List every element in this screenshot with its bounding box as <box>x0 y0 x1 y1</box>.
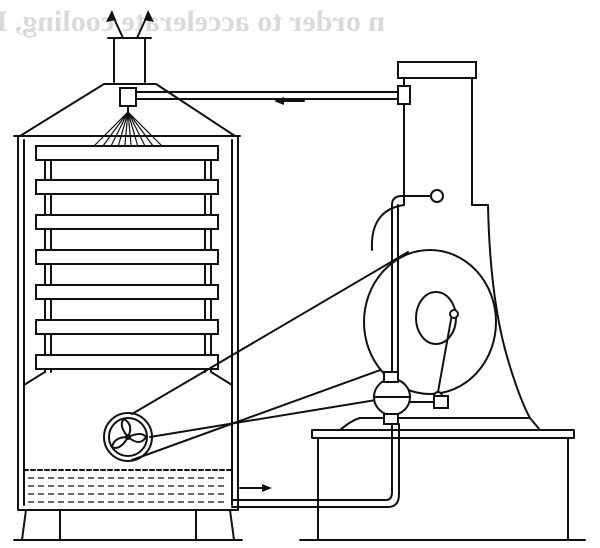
water-reservoir <box>23 469 233 503</box>
shelf-4 <box>35 249 219 265</box>
return-pipe <box>135 85 444 373</box>
discharge-pipe <box>231 423 400 508</box>
shelf-1 <box>35 145 219 161</box>
engine-base <box>299 429 586 541</box>
shelf-3 <box>35 214 219 230</box>
belt-drive <box>131 251 409 461</box>
steam-arrows <box>106 10 154 39</box>
cooling-tower <box>13 135 243 541</box>
shelf-7 <box>35 354 219 370</box>
fan <box>103 412 153 462</box>
water-pump <box>373 371 449 425</box>
shelf-6 <box>35 319 219 335</box>
engine-column <box>339 61 541 431</box>
shelf-2 <box>35 179 219 195</box>
shelf-5 <box>35 284 219 300</box>
drying-shelves <box>35 145 219 373</box>
exhaust-stack <box>107 37 152 83</box>
discharge-flow-arrow <box>239 484 272 492</box>
tower-roof <box>13 83 241 137</box>
return-flow-arrow <box>274 97 305 105</box>
